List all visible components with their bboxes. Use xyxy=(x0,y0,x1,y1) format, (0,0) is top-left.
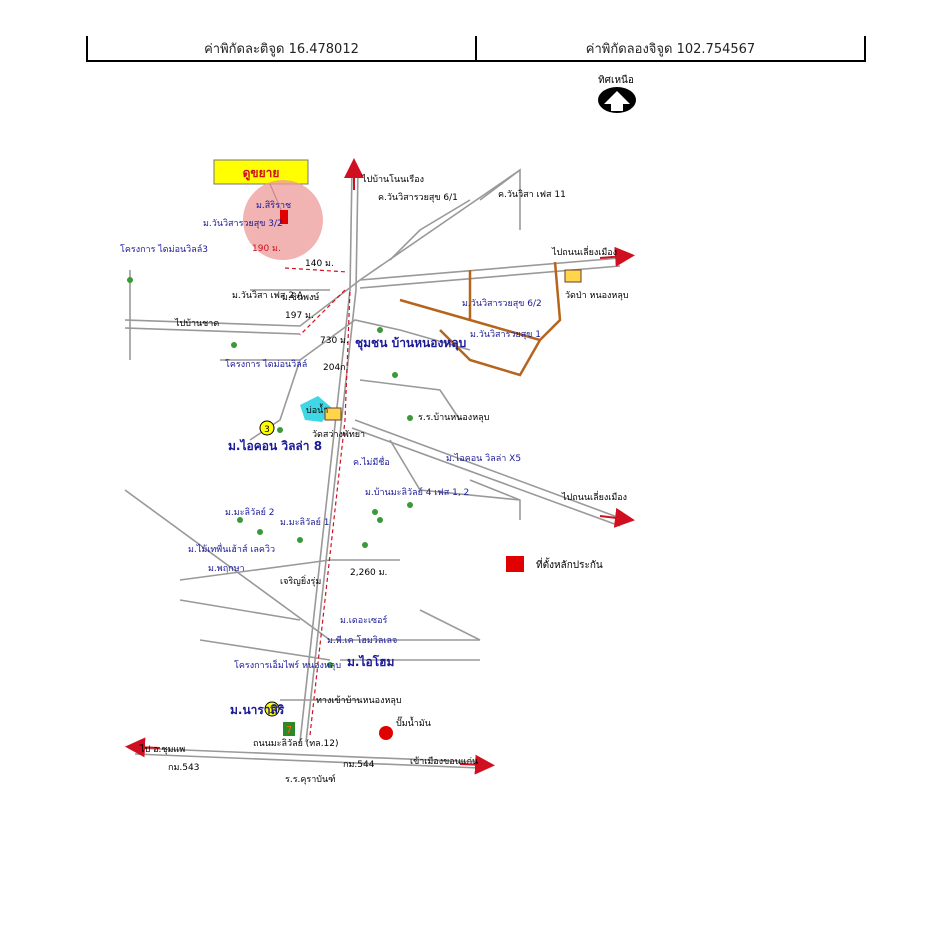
label-pk: ม.พี.เค โฮมวิลเลจ xyxy=(327,635,397,646)
label-siriraj: ม.สิริราช xyxy=(256,200,291,211)
label-k-wanwisa61: ค.วันวิสารวยสุข 6/1 xyxy=(378,192,458,203)
coordinate-header: ค่าพิกัดละติจูด 16.478012 ค่าพิกัดลองจิจ… xyxy=(86,36,866,62)
collateral-marker xyxy=(280,210,288,224)
label-project-green: โครงการเอ็มไพร์ หนองหลุบ xyxy=(234,658,341,671)
label-mainbest: ม.ไม้เทพื่นเฮ้าส์ เลควิว xyxy=(188,542,275,555)
label-wat-sawang: วัดสว่างพัทยา xyxy=(312,430,365,440)
direction-arrows xyxy=(125,158,635,775)
zoom-box xyxy=(213,159,309,185)
label-dist140: 140 ม. xyxy=(305,259,334,269)
label-community: ชุมชน บ้านหนองหลุบ xyxy=(355,336,466,351)
label-ihome: ม.ไอโฮม xyxy=(347,654,394,669)
marker-3-icon xyxy=(259,420,275,436)
longitude-label: ค่าพิกัดลองจิจูด 102.754567 xyxy=(475,36,864,60)
label-to-bypass: ไปถนนเลี่ยงเมือง xyxy=(561,490,627,503)
label-chinphat: ม.ชินพงษ์ xyxy=(282,291,320,303)
label-project-diamond: โครงการ ไดม่อนวิลล์ xyxy=(225,358,307,370)
pond-shape xyxy=(300,396,332,422)
legend-label: ที่ตั้งหลักประกัน xyxy=(536,557,603,571)
marker-3: 3 xyxy=(264,425,270,435)
label-icon-villax5: ม.ไอคอน วิลล่า X5 xyxy=(446,453,521,464)
label-to-nonruang: ไปบ้านโนนเรือง xyxy=(361,174,424,185)
label-house197: 197 ม. xyxy=(285,311,314,321)
label-pond: บ่อน้ำ xyxy=(306,403,328,416)
label-decor: ม.เดอะเซอร์ xyxy=(340,614,388,626)
label-km543: กม.543 xyxy=(168,763,199,773)
label-narasiri: ม.นาราสิริ xyxy=(230,703,285,717)
marker-1-icon xyxy=(264,701,280,717)
label-road-mali: ถนนมะลิวัลย์ (ทล.12) xyxy=(253,737,339,749)
label-road204: 204ก xyxy=(323,363,346,373)
label-k-wanwisa11: ค.วันวิสา เฟส 11 xyxy=(498,189,566,200)
zoom-label: ดูขยาย xyxy=(243,166,280,181)
label-gas: ปั๊มน้ำมัน xyxy=(396,716,431,729)
seven-eleven-glyph: 7 xyxy=(286,725,292,736)
label-wanwisa1: ม.วันวิสารวยสุข 1 xyxy=(470,329,541,340)
label-mali1: ม.มะลิวัลย์ 1 xyxy=(280,516,330,528)
label-wat-pa: วัดป่า หนองหลุบ xyxy=(565,291,629,301)
label-charoen: เจริญยิ่งรุ่ม xyxy=(280,574,321,587)
seven-eleven-icon xyxy=(283,722,295,736)
marker-1: 1 xyxy=(269,706,275,716)
label-dist2260: 2,260 ม. xyxy=(350,568,387,578)
label-dist190: 190 ม. xyxy=(252,244,281,254)
north-arrow-icon xyxy=(598,87,636,113)
label-mali2: ม.มะลิวัลย์ 2 xyxy=(225,506,275,518)
label-wanwisa32: ม.วันวิสารวยสุข 3/2 xyxy=(203,218,283,229)
road-network xyxy=(124,168,621,769)
label-school-nonglub: ร.ร.บ้านหนองหลุบ xyxy=(418,412,490,423)
north-label: ทิศเหนือ xyxy=(598,74,634,86)
latitude-label: ค่าพิกัดละติจูด 16.478012 xyxy=(204,41,359,57)
label-to-banchat: ไปบ้านชาด xyxy=(174,318,219,329)
label-phrueksa: ม.พฤกษา xyxy=(208,564,245,574)
label-junction: ทางเข้าบ้านหนองหลุบ xyxy=(316,695,402,706)
label-wanwisa62: ม.วันวิสารวยสุข 6/2 xyxy=(462,298,542,309)
label-dist730: 730 ม. xyxy=(320,336,349,346)
label-icon-villa8: ม.ไอคอน วิลล่า 8 xyxy=(228,438,322,453)
village-markers xyxy=(127,277,413,668)
temple-icon xyxy=(324,269,582,421)
label-k-maimi: ค.ไม่มีชื่อ xyxy=(353,455,390,468)
label-project-home3: โครงการ ไดม่อนวิลล์3 xyxy=(120,243,208,255)
distance-lines xyxy=(284,267,351,736)
label-school-kura: ร.ร.คุราบันฑ์ xyxy=(285,773,336,785)
label-wanwisa-fas2a: ม.วันวิสา เฟส 2 A xyxy=(232,290,304,301)
label-to-chumphae: ไป อ.ชุมแพ xyxy=(139,744,185,755)
project-roads xyxy=(399,261,562,377)
label-manawin: ม.บ้านมะลิวัลย์ 4 เฟส 1, 2 xyxy=(365,486,469,498)
label-to-khonkaen: เข้าเมืองขอนแก่น xyxy=(410,756,478,767)
legend-swatch xyxy=(506,556,524,572)
label-to-nonmueang: ไปถนนเลี่ยงเมือง xyxy=(551,245,617,258)
gas-station-icon xyxy=(379,726,393,740)
label-km544: กม.544 xyxy=(343,760,375,770)
